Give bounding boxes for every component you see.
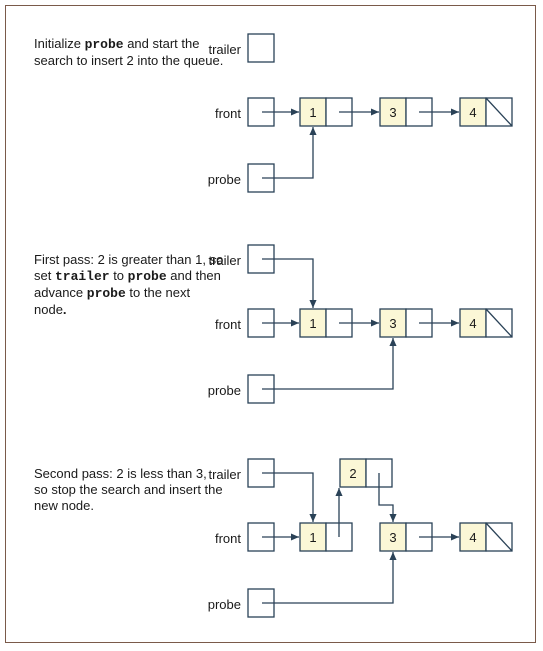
panel-1-front-label: front bbox=[215, 106, 241, 121]
panel-1-node-3-null-slash bbox=[485, 97, 513, 127]
description-text: First pass: 2 is greater than 1, so set bbox=[34, 252, 224, 283]
panel-3-node-1-value: 1 bbox=[309, 530, 316, 545]
panel-3-node-1-data bbox=[299, 522, 327, 552]
panel-3-node-3-value: 4 bbox=[469, 530, 476, 545]
panel-2-node-1-value: 1 bbox=[309, 316, 316, 331]
figure-frame bbox=[5, 5, 536, 643]
description-text: and start the search to insert 2 into th… bbox=[34, 36, 224, 68]
panel-2-node-3-value: 4 bbox=[469, 316, 476, 331]
panel-3-node-2-value: 3 bbox=[389, 530, 396, 545]
panel-2-probe-arrow bbox=[262, 338, 397, 390]
panel-2-trailer-arrow bbox=[262, 258, 317, 308]
description-text: trailer bbox=[54, 269, 110, 284]
panel-1-node-3-value: 4 bbox=[469, 105, 476, 120]
panel-1-node-1-value: 1 bbox=[309, 105, 316, 120]
panel-1-description: Initialize probe and start the search to… bbox=[34, 36, 224, 69]
panel-2-trailer-pointer bbox=[247, 244, 275, 274]
panel-2-node-2-value: 3 bbox=[389, 316, 396, 331]
panel-3-front-label: front bbox=[215, 531, 241, 546]
description-text: . bbox=[62, 302, 67, 317]
description-text: probe bbox=[84, 37, 124, 52]
panel-2-probe-label: probe bbox=[208, 383, 241, 398]
description-text: to the next node bbox=[34, 285, 191, 317]
panel-3-link-new-3 bbox=[378, 473, 397, 522]
panel-2-trailer-label: trailer bbox=[208, 253, 241, 268]
panel-3-probe-label: probe bbox=[208, 597, 241, 612]
panel-2-description: First pass: 2 is greater than 1, so set … bbox=[34, 252, 224, 318]
panel-3-description: Second pass: 2 is less than 3, so stop t… bbox=[34, 466, 224, 514]
description-text: Initialize bbox=[34, 36, 85, 51]
description-text: Second pass: 2 is less than 3, so stop t… bbox=[34, 466, 223, 513]
panel-1-probe-arrow bbox=[262, 127, 317, 179]
description-text: and then advance bbox=[34, 268, 221, 300]
panel-2-node-3-null-slash bbox=[485, 308, 513, 338]
description-text: to bbox=[109, 268, 128, 283]
panel-3-new-node-value: 2 bbox=[349, 466, 356, 481]
panel-2-node-1-data bbox=[299, 308, 327, 338]
description-text: probe bbox=[86, 286, 126, 301]
panel-1-probe-label: probe bbox=[208, 172, 241, 187]
panel-1-trailer-pointer bbox=[247, 33, 275, 63]
panel-1-node-2-value: 3 bbox=[389, 105, 396, 120]
panel-1-trailer-label: trailer bbox=[208, 42, 241, 57]
panel-2-front-label: front bbox=[215, 317, 241, 332]
panel-3-new-node-data bbox=[339, 458, 367, 488]
panel-3-probe-arrow bbox=[262, 552, 397, 604]
panel-3-trailer-label: trailer bbox=[208, 467, 241, 482]
panel-3-trailer-arrow bbox=[262, 472, 317, 522]
description-text: probe bbox=[127, 269, 167, 284]
panel-3-node-3-null-slash bbox=[485, 522, 513, 552]
